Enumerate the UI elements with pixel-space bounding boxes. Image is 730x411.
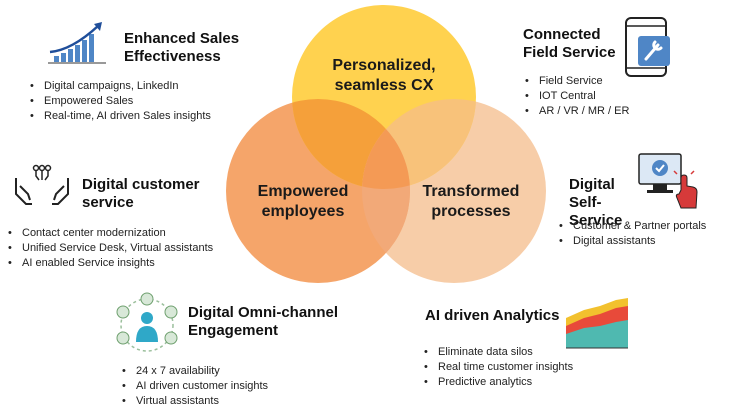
list-item: Digital assistants <box>557 234 706 249</box>
venn-overlap-top-left <box>292 99 410 189</box>
list-item: Real time customer insights <box>422 360 573 375</box>
venn-label-right: Transformed processes <box>410 182 532 222</box>
venn-label-top: Personalized, seamless CX <box>318 56 450 96</box>
field-title: Connected Field Service <box>523 26 616 61</box>
list-item: AR / VR / MR / ER <box>523 104 629 119</box>
list-item: Field Service <box>523 74 629 89</box>
omni-title: Digital Omni-channel Engagement <box>188 304 339 339</box>
area-chart-icon <box>566 298 628 349</box>
list-item: Virtual assistants <box>120 394 268 409</box>
venn-label-left: Empowered employees <box>246 182 360 222</box>
list-item: IOT Central <box>523 89 629 104</box>
venn-overlap-top-right <box>362 99 476 189</box>
venn-label-right-text: Transformed processes <box>422 183 520 220</box>
list-item: Eliminate data silos <box>422 345 573 360</box>
list-item: Customer & Partner portals <box>557 219 706 234</box>
service-title: Digital customer service <box>82 176 200 211</box>
field-bullets: Field Service IOT Central AR / VR / MR /… <box>523 74 629 119</box>
analytics-title: AI driven Analytics <box>425 307 560 324</box>
service-bullets: Contact center modernization Unified Ser… <box>6 226 213 271</box>
sales-title: Enhanced Sales Effectiveness <box>124 30 240 65</box>
list-item: AI driven customer insights <box>120 379 268 394</box>
list-item: AI enabled Service insights <box>6 256 213 271</box>
list-item: Contact center modernization <box>6 226 213 241</box>
self-bullets: Customer & Partner portals Digital assis… <box>557 219 706 249</box>
sales-bullets: Digital campaigns, LinkedIn Empowered Sa… <box>28 79 211 124</box>
growth-chart-icon <box>48 22 106 64</box>
omni-bullets: 24 x 7 availability AI driven customer i… <box>120 364 268 409</box>
venn-label-top-text: Personalized, seamless CX <box>332 57 436 94</box>
list-item: Unified Service Desk, Virtual assistants <box>6 241 213 256</box>
analytics-bullets: Eliminate data silos Real time customer … <box>422 345 573 390</box>
list-item: Digital campaigns, LinkedIn <box>28 79 211 94</box>
list-item: Real-time, AI driven Sales insights <box>28 109 211 124</box>
list-item: Empowered Sales <box>28 94 211 109</box>
person-channels-icon <box>116 292 178 352</box>
list-item: Predictive analytics <box>422 375 573 390</box>
monitor-click-icon <box>638 153 698 209</box>
list-item: 24 x 7 availability <box>120 364 268 379</box>
venn-label-left-text: Empowered employees <box>257 183 349 220</box>
phone-wrench-icon <box>625 17 670 77</box>
hands-circuit-icon <box>15 164 69 205</box>
